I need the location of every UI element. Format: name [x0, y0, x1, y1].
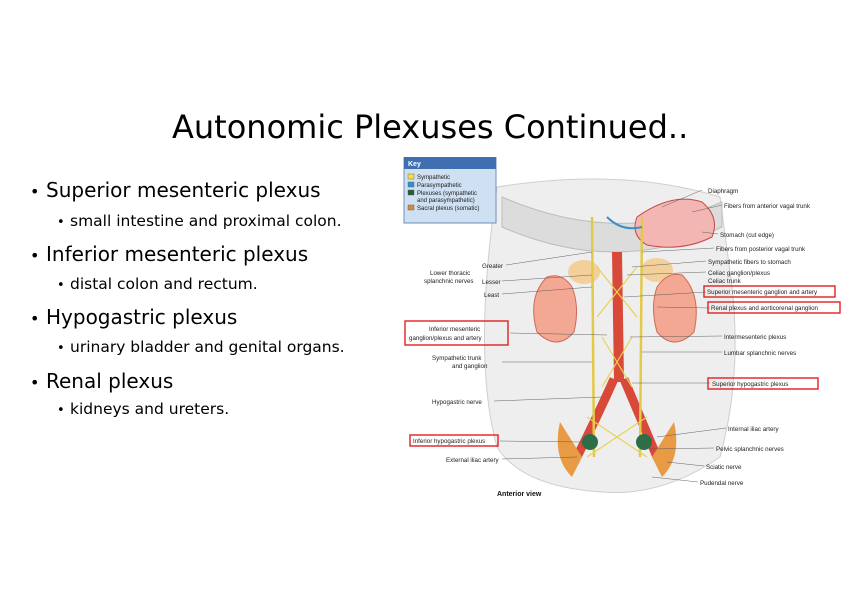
key-label: Plexuses (sympathetic — [417, 191, 477, 197]
highlight-box — [404, 320, 509, 346]
left-kidney — [533, 275, 578, 343]
label-inf-mes-ganglion: ganglion/plexus and artery — [409, 335, 482, 342]
label-lumbar-splanchnic: Lumbar splanchnic nerves — [724, 350, 796, 357]
inferior-hypogastric-plexus-mark — [582, 434, 598, 450]
bullet-dot: • — [57, 278, 65, 293]
bullet-text: Superior mesenteric plexus — [46, 178, 321, 202]
bullet-dot: • — [57, 215, 65, 230]
bullet-dot: • — [30, 373, 40, 392]
sub-bullet-text: distal colon and rectum. — [70, 275, 258, 293]
label-celiac-trunk: Celiac trunk — [708, 278, 742, 285]
highlight-box — [707, 301, 841, 314]
highlight-box — [409, 434, 499, 447]
label-anterior-vagal: Fibers from anterior vagal trunk — [724, 203, 811, 210]
slide-title: Autonomic Plexuses Continued.. — [172, 108, 689, 146]
inferior-hypogastric-plexus-mark-right — [636, 434, 652, 450]
bullet-text: Renal plexus — [46, 369, 174, 393]
label-hypogastric-nerve: Hypogastric nerve — [432, 399, 482, 406]
bullet-dot: • — [57, 403, 65, 418]
label-inferior-mesenteric: Inferior mesenteric — [429, 326, 480, 333]
left-sympathetic-trunk — [590, 216, 596, 458]
label-internal-iliac: Internal iliac artery — [728, 426, 779, 433]
key-label: Sympathetic — [417, 175, 450, 181]
label-greater: Greater — [482, 263, 503, 270]
left-labels: Lower thoracic splanchnic nerves Greater… — [404, 263, 509, 464]
label-external-iliac: External iliac artery — [446, 457, 500, 464]
bullet-dot: • — [30, 246, 40, 265]
label-intermesenteric: Intermesenteric plexus — [724, 334, 786, 341]
highlight-box — [703, 285, 836, 298]
key-header — [404, 157, 496, 169]
bullet-dot: • — [30, 309, 40, 328]
sub-bullet-text: small intestine and proximal colon. — [70, 212, 342, 230]
plexus-fibers — [586, 266, 648, 458]
key-title: Key — [408, 161, 421, 168]
key-swatch-parasympathetic — [407, 181, 415, 188]
label-splanchnic-nerves: splanchnic nerves — [424, 278, 474, 285]
label-posterior-vagal: Fibers from posterior vagal trunk — [716, 246, 806, 253]
key-label: Parasympathetic — [417, 183, 462, 189]
autonomic-plexus-illustration: Key Sympathetic Parasympathetic Plexuses… — [403, 157, 841, 498]
sub-bullet-text: urinary bladder and genital organs. — [70, 338, 345, 356]
leader-lines-right — [623, 189, 727, 483]
sub-bullet-text: kidneys and ureters. — [70, 400, 230, 418]
bullet-item: • Hypogastric plexus — [30, 305, 237, 329]
label-least: Least — [484, 292, 499, 299]
aorta — [612, 252, 624, 382]
highlight-box — [707, 377, 819, 390]
bullet-item: • Renal plexus — [30, 369, 173, 393]
right-kidney — [653, 273, 697, 343]
torso-shape — [484, 178, 736, 494]
sub-bullet-item: • urinary bladder and genital organs. — [57, 338, 345, 356]
label-celiac-ganglion: Celiac ganglion/plexus — [708, 270, 770, 277]
right-sacral-plexus — [652, 422, 677, 477]
key-swatch-sacral — [407, 204, 415, 211]
bullet-item: • Inferior mesenteric plexus — [30, 242, 308, 266]
bullet-dot: • — [30, 182, 40, 201]
label-diaphragm: Diaphragm — [708, 188, 738, 195]
bullet-text: Hypogastric plexus — [46, 305, 238, 329]
label-stomach: Stomach (cut edge) — [720, 232, 774, 239]
label-and-ganglion: and ganglion — [452, 363, 488, 370]
leader-lines-left — [493, 251, 608, 460]
label-sciatic: Sciatic nerve — [706, 464, 742, 471]
sub-bullet-item: • distal colon and rectum. — [57, 275, 258, 293]
sub-bullet-item: • small intestine and proximal colon. — [57, 212, 342, 230]
key-label: Sacral plexus (somatic) — [417, 206, 479, 212]
key-swatch-plexuses — [407, 189, 415, 196]
bullet-item: • Superior mesenteric plexus — [30, 178, 321, 202]
left-adrenal — [568, 260, 600, 284]
label-pudendal: Pudendal nerve — [700, 480, 744, 487]
figure-caption: Anterior view — [497, 491, 542, 498]
vagal-fibers — [606, 216, 643, 230]
left-sacral-plexus — [557, 422, 582, 477]
label-symp-fibers-stomach: Sympathetic fibers to stomach — [708, 259, 791, 266]
label-lesser: Lesser — [482, 279, 501, 286]
sub-bullet-item: • kidneys and ureters. — [57, 400, 229, 418]
label-lower-thoracic: Lower thoracic — [430, 270, 470, 277]
label-superior-mesenteric: Superior mesenteric ganglion and artery — [707, 289, 818, 296]
label-superior-hypogastric: Superior hypogastric plexus — [712, 381, 788, 388]
label-sympathetic-trunk: Sympathetic trunk — [432, 355, 482, 362]
bullet-text: Inferior mesenteric plexus — [46, 242, 309, 266]
right-labels: Diaphragm Fibers from anterior vagal tru… — [700, 188, 841, 487]
key-swatch-sympathetic — [407, 173, 415, 180]
label-renal-plexus: Renal plexus and aorticorenal ganglion — [711, 305, 819, 312]
bullet-dot: • — [57, 341, 65, 356]
label-inferior-hypogastric: Inferior hypogastric plexus — [413, 438, 485, 445]
left-iliac-artery — [572, 377, 619, 460]
label-pelvic-splanchnic: Pelvic splanchnic nerves — [716, 446, 784, 453]
right-adrenal — [641, 258, 673, 282]
key-label: and parasympathetic) — [417, 198, 475, 204]
